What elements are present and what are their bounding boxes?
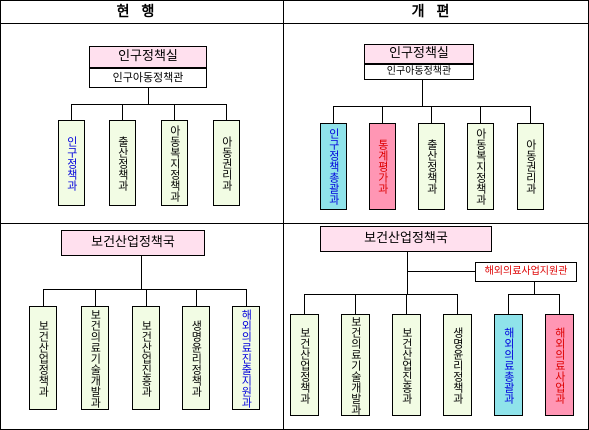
tl-drop <box>226 104 227 120</box>
bl-hbar <box>43 289 247 290</box>
tl-bureau-box: 인구아동정책관 <box>89 68 207 88</box>
tr-office-label: 인구정책실 <box>389 46 449 61</box>
bl-unit-3: 보건산업진흥과 <box>132 306 160 410</box>
br-drop <box>355 294 356 314</box>
tl-connector <box>148 88 149 104</box>
tl-drop <box>71 104 72 120</box>
br-bureau-label: 보건산업정책국 <box>364 231 448 246</box>
bl-unit-1: 보건산업정책과 <box>29 306 57 410</box>
tl-office-label: 인구정책실 <box>118 49 178 64</box>
bl-drop <box>246 289 247 306</box>
br-drop <box>559 294 560 314</box>
bl-unit-2: 보건의료기술개발과 <box>81 306 109 410</box>
header-divider <box>0 23 589 24</box>
br-unit-1: 보건산업정책과 <box>290 314 319 416</box>
tr-unit-3: 출산정책과 <box>418 123 445 210</box>
br-side-connector <box>534 282 535 294</box>
br-connector <box>407 252 408 294</box>
tl-unit-3: 아동복지정책과 <box>161 120 188 206</box>
br-drop <box>406 294 407 314</box>
tr-unit-4: 아동복지정책과 <box>467 123 494 210</box>
tr-connector <box>422 80 423 106</box>
br-side-office-label: 해외의료사업지원관 <box>484 266 568 277</box>
tr-bureau-box: 인구아동정책관 <box>364 64 474 80</box>
tr-drop <box>431 106 432 123</box>
tl-office-box: 인구정책실 <box>89 46 207 68</box>
br-side-link <box>407 271 475 272</box>
bl-unit-5: 해외의료진출지원과 <box>232 306 260 410</box>
tr-unit-1: 인구정책총괄과 <box>320 123 347 210</box>
br-unit-3: 보건산업진흥과 <box>392 314 421 416</box>
tr-office-box: 인구정책실 <box>364 44 474 64</box>
br-hbar-main <box>304 294 458 295</box>
bl-drop <box>43 289 44 306</box>
tl-hbar <box>71 104 227 105</box>
tr-drop <box>480 106 481 123</box>
tl-drop <box>174 104 175 120</box>
br-drop <box>508 294 509 314</box>
bl-drop <box>146 289 147 306</box>
tr-drop <box>382 106 383 123</box>
br-hbar-side <box>508 294 560 295</box>
br-bureau-box: 보건산업정책국 <box>320 226 492 252</box>
tl-unit-4: 아동권리과 <box>213 120 240 206</box>
br-drop <box>457 294 458 314</box>
middle-divider <box>0 223 589 224</box>
tr-bureau-label: 인구아동정책관 <box>386 66 452 77</box>
tl-unit-2: 출산정책과 <box>109 120 136 206</box>
br-unit-5: 해외의료총괄과 <box>494 314 523 416</box>
header-current: 현행 <box>116 4 167 20</box>
center-divider <box>283 0 284 430</box>
bl-drop <box>95 289 96 306</box>
bl-bureau-label: 보건산업정책국 <box>91 235 175 250</box>
br-unit-2: 보건의료기술개발과 <box>341 314 370 416</box>
br-unit-4: 생명윤리정책과 <box>443 314 472 416</box>
bl-bureau-box: 보건산업정책국 <box>61 230 205 256</box>
bl-connector <box>141 256 142 289</box>
tl-drop <box>122 104 123 120</box>
bl-unit-4: 생명윤리정책과 <box>182 306 210 410</box>
br-drop <box>304 294 305 314</box>
tr-unit-5: 아동권리과 <box>517 123 544 210</box>
tr-drop <box>530 106 531 123</box>
tr-drop <box>333 106 334 123</box>
br-unit-6: 해외의료사업과 <box>545 314 574 416</box>
bl-drop <box>196 289 197 306</box>
tl-bureau-label: 인구아동정책관 <box>112 71 184 84</box>
tr-unit-2: 통계평가과 <box>369 123 396 210</box>
header-revised: 개편 <box>411 4 462 20</box>
br-side-office-box: 해외의료사업지원관 <box>475 262 577 282</box>
tl-unit-1: 인구정책과 <box>58 120 85 206</box>
